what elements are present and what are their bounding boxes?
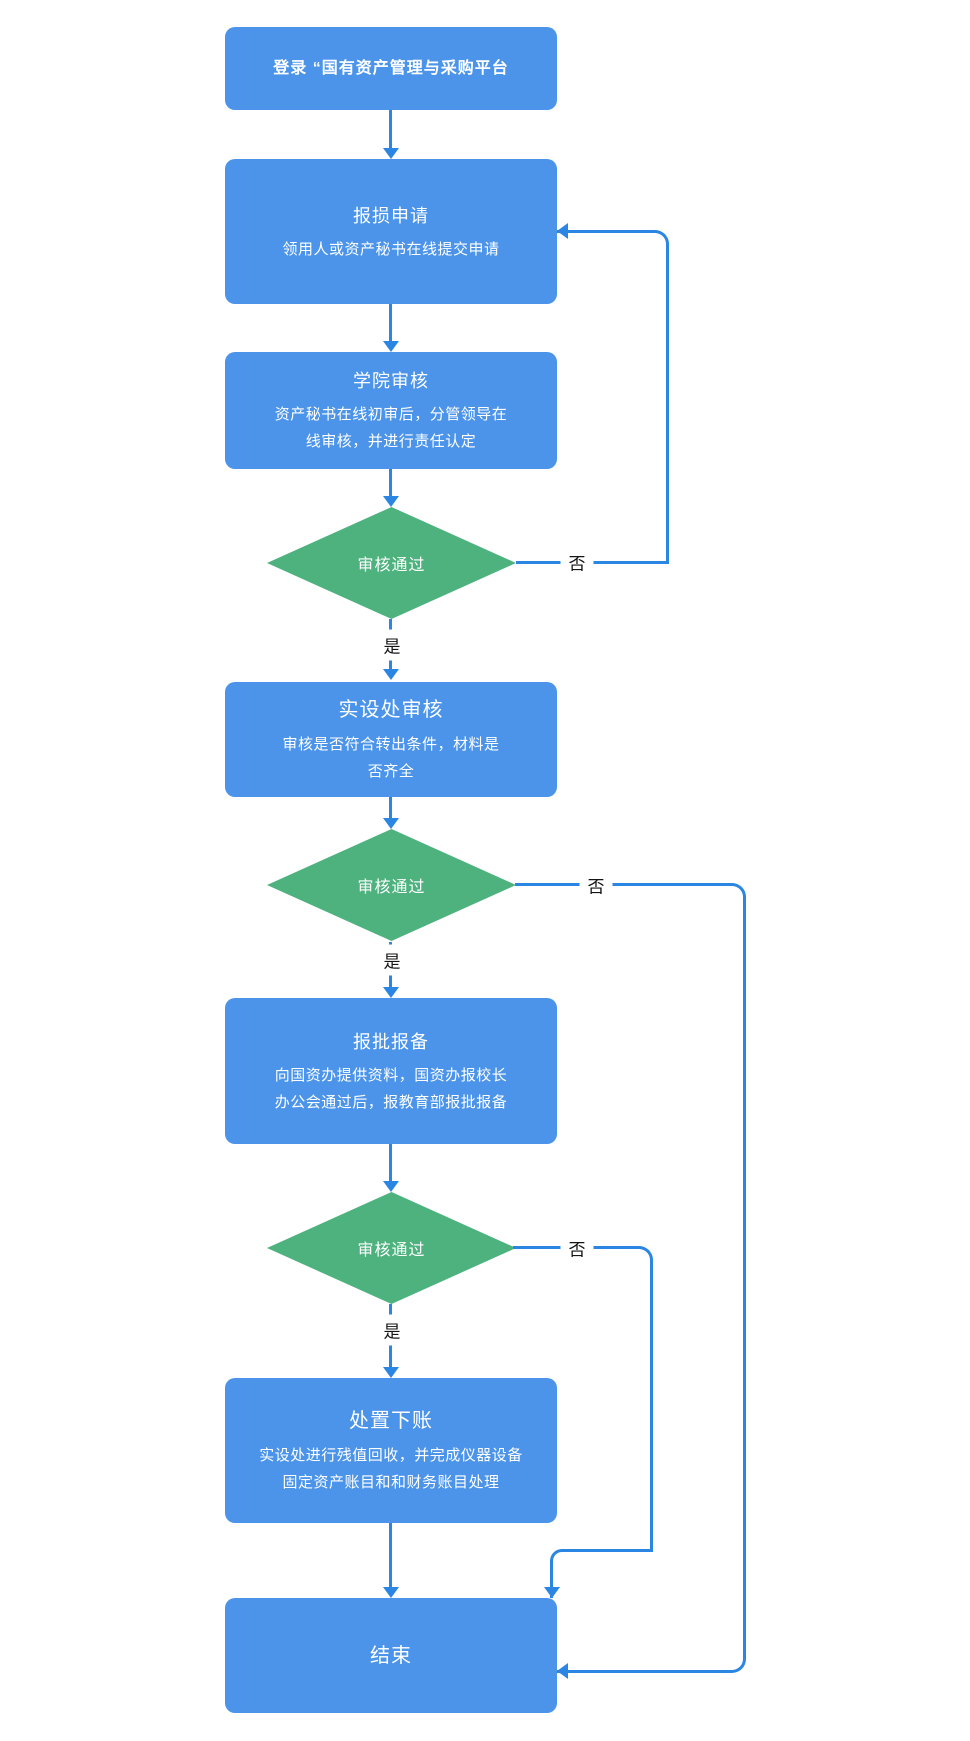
arrowhead-decision3-writeoff bbox=[383, 1367, 399, 1378]
node-end: 结束 bbox=[225, 1598, 557, 1713]
arrowhead-approval-decision3 bbox=[383, 1181, 399, 1192]
connector-apply-college bbox=[389, 304, 392, 342]
decision-college-pass: 审核通过 bbox=[267, 507, 516, 619]
no-label-2: 否 bbox=[579, 869, 613, 901]
node-login: 登录 “国有资产管理与采购平台 bbox=[225, 27, 557, 110]
no-branch-1-loop bbox=[557, 230, 669, 563]
arrowhead-no-branch-1 bbox=[557, 223, 568, 239]
no-branch-3-loop-upper bbox=[513, 1246, 653, 1552]
arrowhead-decision2-approval bbox=[383, 987, 399, 998]
node-approval-title: 报批报备 bbox=[353, 1031, 429, 1052]
yes-label-1: 是 bbox=[375, 629, 409, 661]
arrowhead-no-branch-3 bbox=[544, 1587, 560, 1598]
node-apply-subtitle: 领用人或资产秘书在线提交申请 bbox=[282, 236, 499, 263]
no-label-1: 否 bbox=[560, 546, 594, 578]
arrowhead-office-decision2 bbox=[383, 818, 399, 829]
yes-label-3: 是 bbox=[375, 1314, 409, 1346]
connector-approval-decision3 bbox=[389, 1144, 392, 1182]
node-writeoff-subtitle: 实设处进行残值回收，并完成仪器设备 固定资产账目和和财务账目处理 bbox=[259, 1442, 523, 1496]
no-branch-2-loop bbox=[557, 883, 746, 1673]
decision1-label: 审核通过 bbox=[357, 557, 426, 574]
node-approval-line2: 办公会通过后，报教育部报批报备 bbox=[274, 1093, 508, 1111]
connector-office-decision2 bbox=[389, 797, 392, 819]
connector-login-apply bbox=[389, 110, 392, 149]
connector-writeoff-end bbox=[389, 1523, 392, 1588]
arrowhead-login-apply bbox=[383, 148, 399, 159]
decision3-label: 审核通过 bbox=[357, 1242, 426, 1259]
node-approval-filing: 报批报备 向国资办提供资料，国资办报校长 办公会通过后，报教育部报批报备 bbox=[225, 998, 557, 1144]
node-office-line2: 否齐全 bbox=[367, 763, 415, 780]
node-writeoff-title: 处置下账 bbox=[349, 1410, 433, 1432]
decision2-label: 审核通过 bbox=[357, 879, 426, 896]
node-writeoff: 处置下账 实设处进行残值回收，并完成仪器设备 固定资产账目和和财务账目处理 bbox=[225, 1378, 557, 1523]
node-apply-line1: 领用人或资产秘书在线提交申请 bbox=[282, 240, 500, 258]
node-apply-title: 报损申请 bbox=[353, 205, 429, 226]
arrowhead-apply-college bbox=[383, 341, 399, 352]
node-login-title: 登录 “国有资产管理与采购平台 bbox=[273, 59, 509, 77]
node-college-title: 学院审核 bbox=[353, 371, 429, 391]
node-office-subtitle: 审核是否符合转出条件，材料是 否齐全 bbox=[282, 731, 499, 785]
arrowhead-no-branch-2 bbox=[557, 1663, 568, 1679]
node-office-title: 实设处审核 bbox=[338, 699, 444, 721]
node-loss-report-apply: 报损申请 领用人或资产秘书在线提交申请 bbox=[225, 159, 557, 304]
yes-label-2: 是 bbox=[375, 944, 409, 976]
node-office-line1: 审核是否符合转出条件，材料是 bbox=[282, 736, 500, 753]
node-college-review: 学院审核 资产秘书在线初审后，分管领导在 线审核，并进行责任认定 bbox=[225, 352, 557, 469]
node-writeoff-line1: 实设处进行残值回收，并完成仪器设备 bbox=[259, 1447, 523, 1464]
decision-office-pass: 审核通过 bbox=[267, 829, 516, 941]
no-label-3: 否 bbox=[560, 1232, 594, 1264]
no-branch-3-loop-lower bbox=[550, 1549, 653, 1598]
node-end-title: 结束 bbox=[370, 1644, 412, 1667]
node-college-line1: 资产秘书在线初审后，分管领导在 bbox=[274, 406, 508, 423]
connector-college-decision1 bbox=[389, 469, 392, 497]
node-office-review: 实设处审核 审核是否符合转出条件，材料是 否齐全 bbox=[225, 682, 557, 797]
node-college-line2: 线审核，并进行责任认定 bbox=[305, 433, 477, 450]
arrowhead-decision1-office bbox=[383, 669, 399, 680]
node-college-subtitle: 资产秘书在线初审后，分管领导在 线审核，并进行责任认定 bbox=[275, 401, 508, 455]
node-writeoff-line2: 固定资产账目和和财务账目处理 bbox=[282, 1474, 500, 1491]
arrowhead-college-decision1 bbox=[383, 496, 399, 507]
node-approval-line1: 向国资办提供资料，国资办报校长 bbox=[274, 1066, 508, 1084]
arrowhead-writeoff-end bbox=[383, 1587, 399, 1598]
no-branch-2-hline bbox=[515, 883, 560, 886]
node-approval-subtitle: 向国资办提供资料，国资办报校长 办公会通过后，报教育部报批报备 bbox=[275, 1062, 508, 1116]
decision-approval-pass: 审核通过 bbox=[267, 1192, 516, 1304]
